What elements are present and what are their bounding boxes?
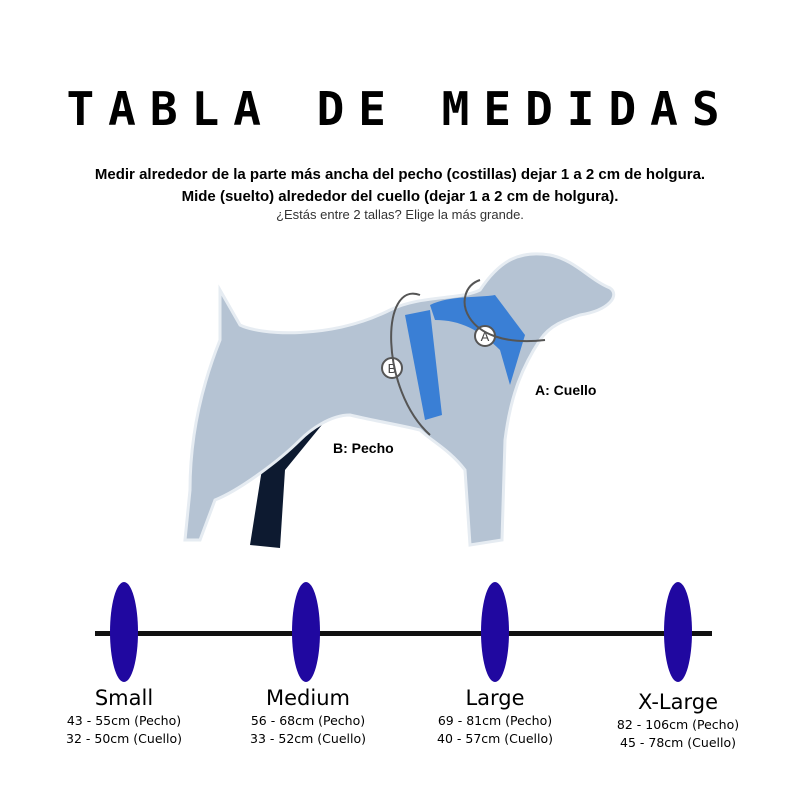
dog-back-leg	[250, 400, 330, 548]
size-neck: 45 - 78cm (Cuello)	[620, 735, 736, 750]
neck-arrow-icon	[463, 279, 546, 343]
size-name: Large	[465, 686, 525, 710]
size-name: X-Large	[637, 690, 718, 714]
size-marker-large	[481, 582, 509, 682]
size-neck: 32 - 50cm (Cuello)	[66, 731, 182, 746]
size-marker-xlarge	[664, 582, 692, 682]
label-neck: A: Cuello	[535, 382, 597, 398]
size-neck: 33 - 52cm (Cuello)	[250, 731, 366, 746]
size-neck: 40 - 57cm (Cuello)	[437, 731, 553, 746]
size-chest: 69 - 81cm (Pecho)	[437, 713, 553, 728]
size-medium: Medium 56 - 68cm (Pecho) 33 - 52cm (Cuel…	[218, 686, 398, 746]
size-marker-small	[110, 582, 138, 682]
size-small: Small 43 - 55cm (Pecho) 32 - 50cm (Cuell…	[34, 686, 214, 746]
chest-arrow-icon	[390, 292, 431, 436]
harness	[405, 295, 525, 420]
size-scale-line	[95, 631, 712, 636]
size-chest: 56 - 68cm (Pecho)	[250, 713, 366, 728]
marker-a: A	[481, 329, 490, 344]
size-chest: 43 - 55cm (Pecho)	[66, 713, 182, 728]
size-xlarge: X-Large 82 - 106cm (Pecho) 45 - 78cm (Cu…	[588, 690, 768, 750]
instruction-chest: Medir alrededor de la parte más ancha de…	[94, 166, 706, 183]
page-title: TABLA DE MEDIDAS	[66, 82, 734, 136]
size-chest: 82 - 106cm (Pecho)	[616, 717, 740, 732]
size-name: Small	[94, 686, 154, 710]
size-note: ¿Estás entre 2 tallas? Elige la más gran…	[276, 207, 524, 222]
size-large: Large 69 - 81cm (Pecho) 40 - 57cm (Cuell…	[405, 686, 585, 746]
size-name: Medium	[266, 686, 350, 710]
dog-harness-illustration: A B	[183, 252, 616, 548]
dog-silhouette	[183, 252, 616, 547]
label-chest: B: Pecho	[333, 440, 394, 456]
size-marker-medium	[292, 582, 320, 682]
marker-b: B	[388, 361, 397, 376]
instruction-neck: Mide (suelto) alrededor del cuello (deja…	[181, 188, 619, 205]
